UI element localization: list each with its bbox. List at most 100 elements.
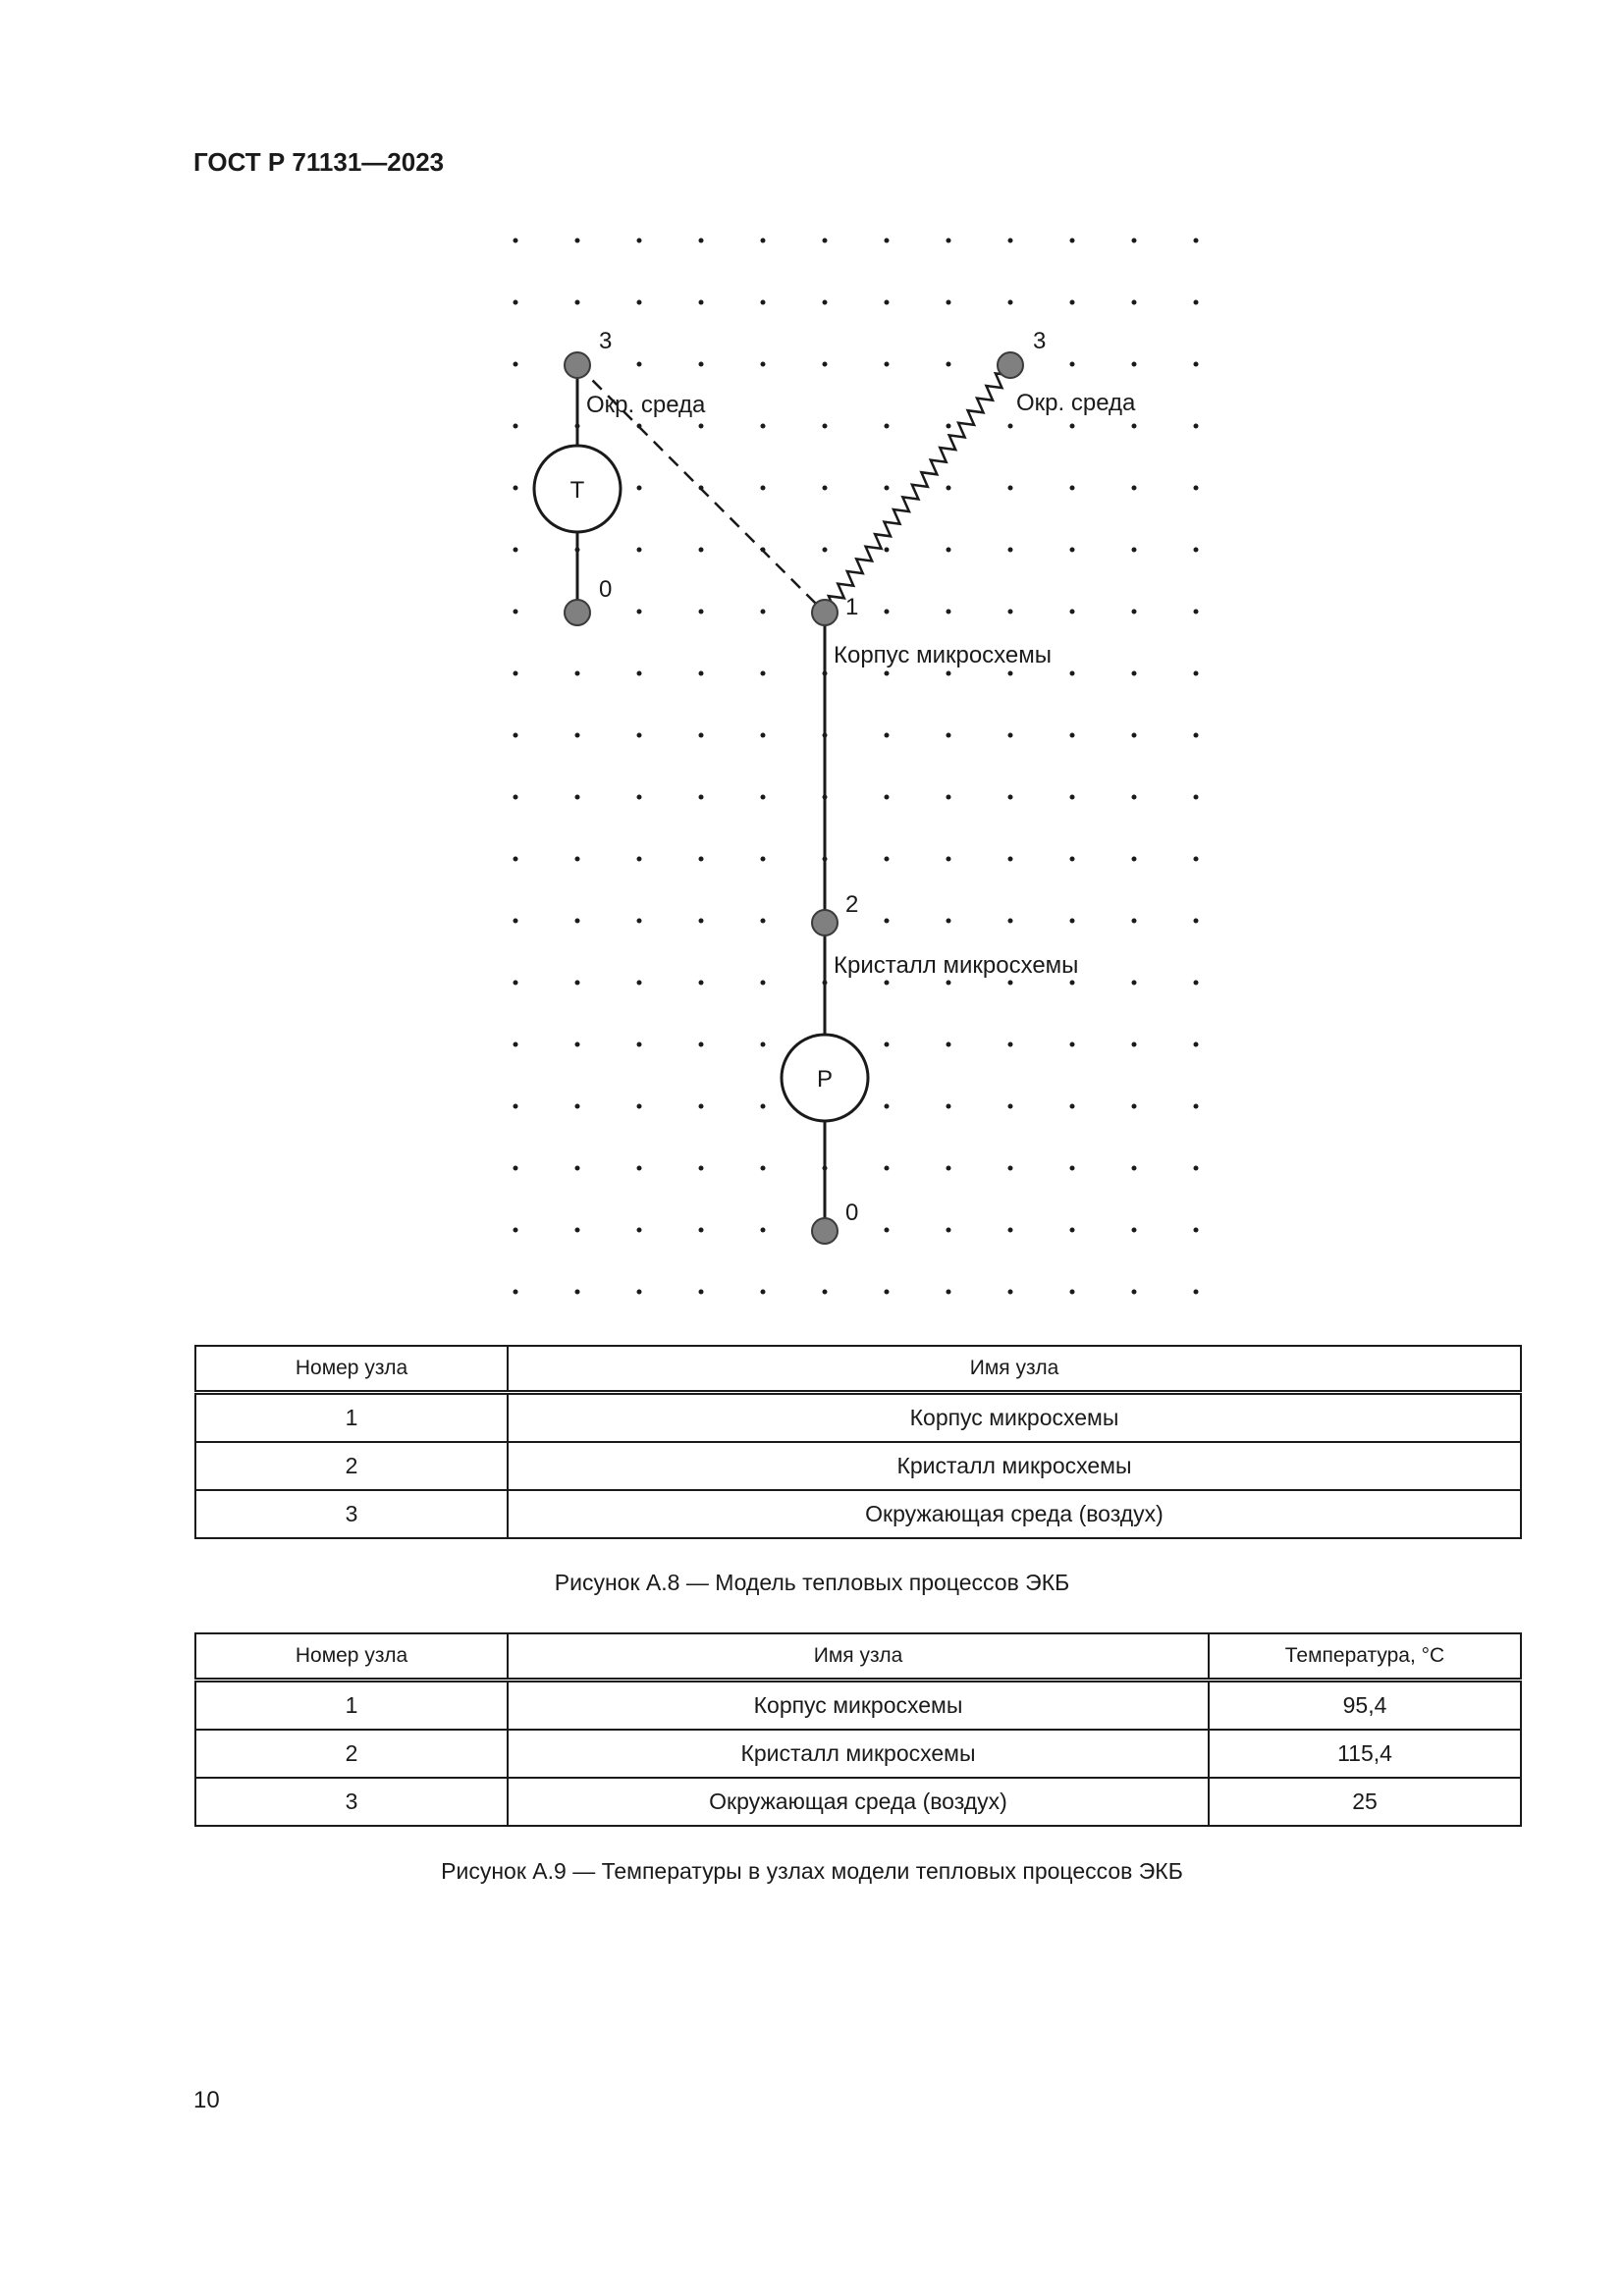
column-header-temperature: Температура, °С [1208,1632,1522,1682]
grid-dot [1007,794,1013,800]
grid-dot [884,547,890,553]
grid-dot [574,1041,580,1047]
grid-dot [698,794,704,800]
power-source[interactable]: P [780,1033,870,1123]
grid-dot [1193,918,1199,924]
table-row: 1 Корпус микросхемы 95,4 [194,1679,1522,1731]
grid-dot [760,1165,766,1171]
cell-temperature: 95,4 [1208,1679,1522,1731]
grid-dot [884,299,890,305]
grid-dot [636,547,642,553]
grid-dot [513,1227,518,1233]
grid-dot [946,238,951,243]
thermal-model-diagram: T P 3 Окр. среда 0 3 Окр. среда 1 Корпус… [513,238,1199,1295]
grid-dot [513,238,518,243]
grid-dot [636,485,642,491]
grid-dot [636,299,642,305]
grid-dot [1193,547,1199,553]
grid-dot [698,1165,704,1171]
grid-dot [946,1103,951,1109]
grid-dot [574,1289,580,1295]
grid-dot [1131,856,1137,862]
grid-dot [884,732,890,738]
grid-dot [1069,732,1075,738]
node-0-bottom[interactable] [811,1217,839,1245]
table-row: 1 Корпус микросхемы [194,1391,1522,1443]
node-1[interactable] [811,599,839,626]
node-0-left[interactable] [564,599,591,626]
grid-dot [760,238,766,243]
grid-dot [698,547,704,553]
grid-dot [636,1289,642,1295]
table-row: 3 Окружающая среда (воздух) [194,1489,1522,1539]
grid-dot [513,856,518,862]
grid-dot [946,1165,951,1171]
grid-dot [1007,1041,1013,1047]
grid-dot [1069,485,1075,491]
temperature-source-circle [532,444,623,534]
grid-dot [822,485,828,491]
grid-dot [1131,1289,1137,1295]
grid-dot [574,1103,580,1109]
grid-dot [1193,794,1199,800]
node-3-left-number: 3 [599,328,612,354]
grid-dot [1069,1289,1075,1295]
grid-dot [884,1227,890,1233]
grid-dot [1131,361,1137,367]
grid-dot [946,299,951,305]
grid-dot [1007,423,1013,429]
cell-node-number: 3 [194,1777,509,1827]
grid-dot [946,1289,951,1295]
grid-dot [884,918,890,924]
node-3-left[interactable] [564,351,591,379]
page-number: 10 [193,2087,220,2113]
cell-node-name: Окружающая среда (воздух) [507,1777,1210,1827]
grid-dot [513,732,518,738]
grid-dot [636,1103,642,1109]
grid-dot [636,361,642,367]
grid-dot [1193,1227,1199,1233]
convection-link [576,364,826,614]
grid-dot [1007,1289,1013,1295]
table-row: 3 Окружающая среда (воздух) 25 [194,1777,1522,1827]
grid-dot [760,1041,766,1047]
grid-dot [574,794,580,800]
node-temperatures-table: Номер узла Имя узла Температура, °С 1 Ко… [194,1632,1522,1827]
grid-dot [1007,547,1013,553]
grid-dot [1069,609,1075,614]
temperature-source-symbol: T [570,477,585,504]
grid-dot [1007,1227,1013,1233]
grid-dot [760,732,766,738]
grid-dot [946,794,951,800]
node-2[interactable] [811,909,839,936]
grid-dot [1193,856,1199,862]
cell-node-number: 1 [194,1679,509,1731]
node-2-name: Кристалл микросхемы [834,952,1078,979]
grid-dot [884,238,890,243]
grid-dot [513,299,518,305]
grid-dot [884,485,890,491]
grid-dot [760,423,766,429]
grid-dot [1131,1227,1137,1233]
grid-dot [760,609,766,614]
grid-dot [1007,299,1013,305]
grid-dot [636,1041,642,1047]
grid-dot [760,1103,766,1109]
temperature-source[interactable]: T [532,444,623,534]
column-header-node-name: Имя узла [507,1345,1522,1395]
document-code: ГОСТ Р 71131—2023 [193,147,445,177]
cell-node-number: 3 [194,1489,509,1539]
grid-dot [1193,485,1199,491]
cell-node-name: Кристалл микросхемы [507,1441,1522,1491]
grid-dot [1193,1165,1199,1171]
grid-dot [513,1289,518,1295]
grid-dot [822,547,828,553]
cell-node-name: Корпус микросхемы [507,1391,1522,1443]
grid-dot [1007,918,1013,924]
grid-dot [884,609,890,614]
grid-dot [1193,299,1199,305]
grid-dot [1193,732,1199,738]
node-1-name: Корпус микросхемы [834,642,1052,668]
grid-dot [1069,980,1075,986]
node-3-right[interactable] [997,351,1024,379]
